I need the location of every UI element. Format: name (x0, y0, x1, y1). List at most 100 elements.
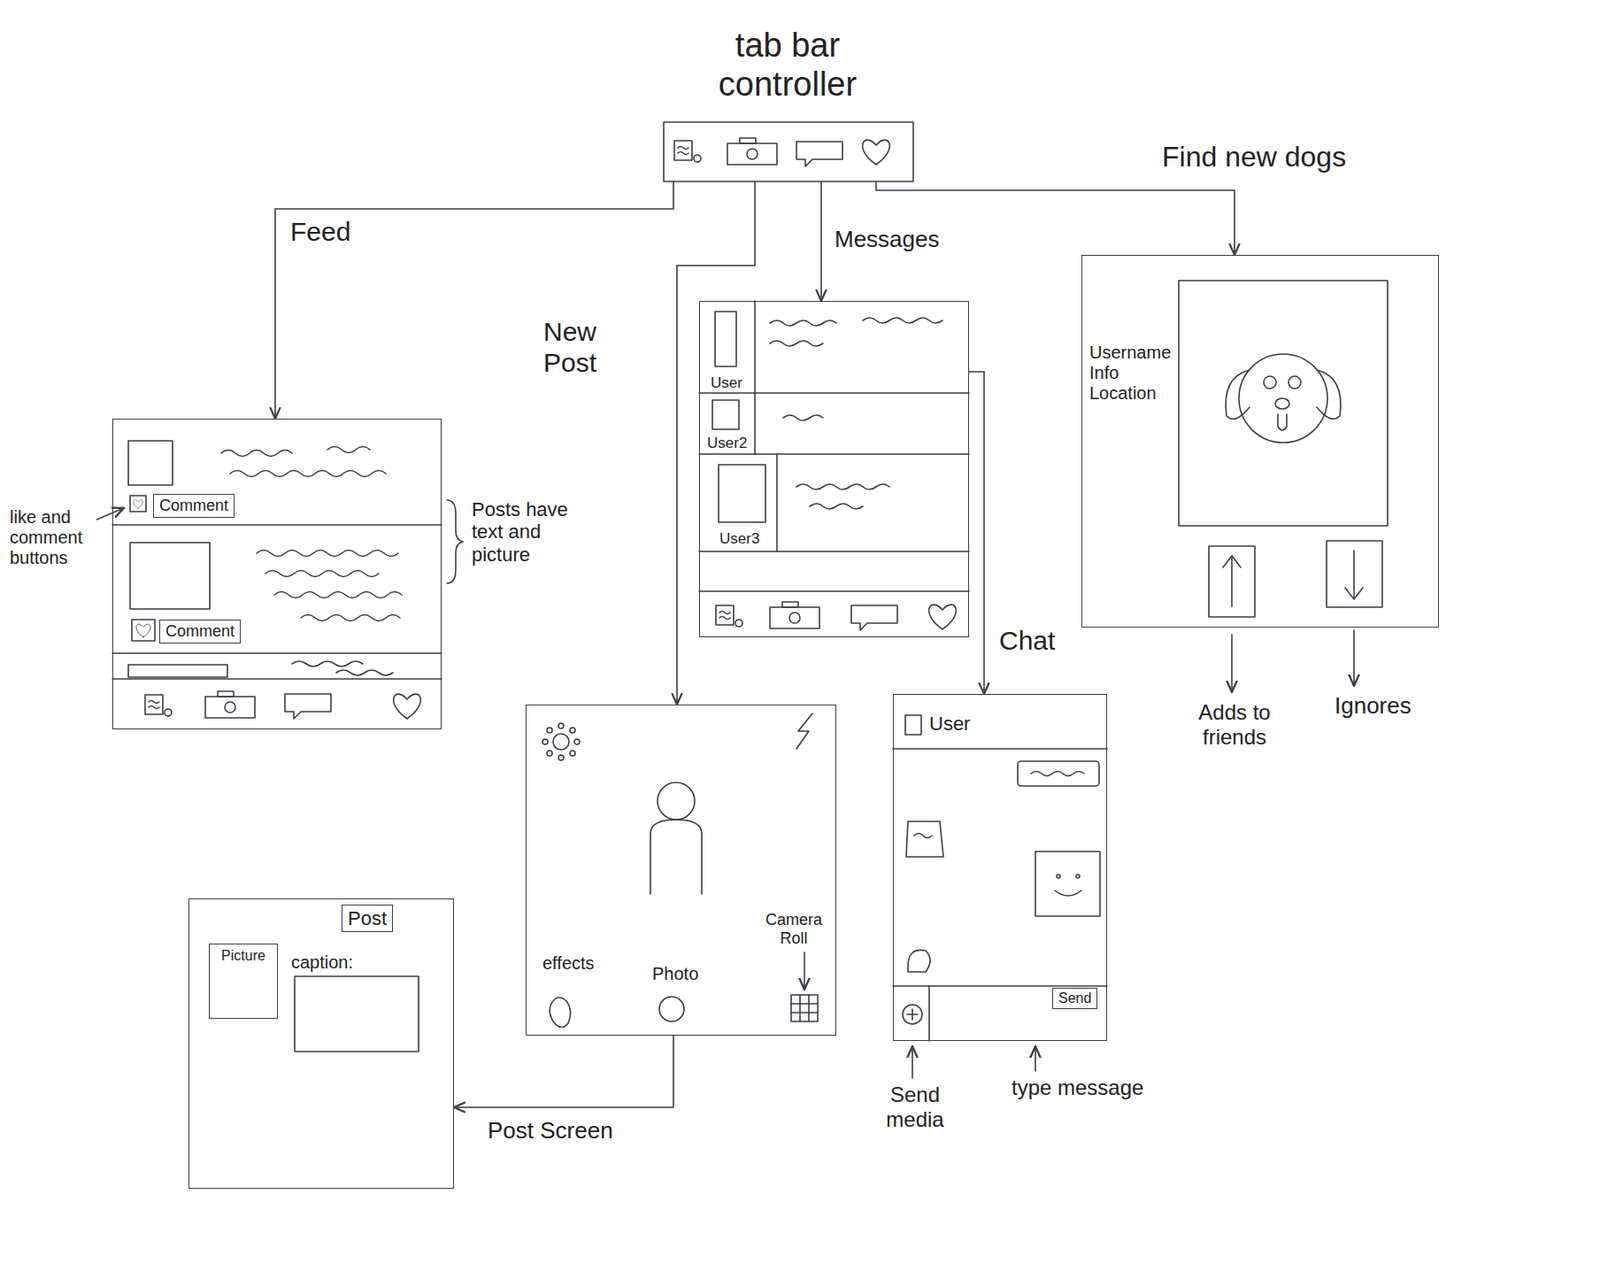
sketch-stroke (1034, 1046, 1037, 1071)
sketch-stroke (1178, 280, 1388, 526)
edge-label: New Post (540, 315, 631, 379)
sketch-stroke (112, 652, 442, 654)
sketch-stroke (1230, 557, 1233, 607)
sketch-stroke (292, 661, 393, 676)
sketch-stroke (274, 592, 402, 599)
sketch-stroke (1230, 634, 1233, 693)
sketch-stroke (663, 122, 914, 182)
sketch-stroke (265, 570, 379, 577)
sketch-stroke (1223, 555, 1241, 568)
sketch-stroke (796, 713, 813, 749)
sketch-stroke (128, 440, 173, 485)
sketch-stroke (905, 715, 922, 735)
sketch-stroke (1277, 414, 1287, 431)
flow-arrow (275, 181, 674, 419)
sketch-stroke (136, 623, 151, 638)
sketch-stroke (112, 677, 442, 680)
sketch-stroke (902, 1004, 923, 1024)
sketch-stroke (131, 619, 155, 641)
annotation-label: Adds to friends (1187, 699, 1282, 750)
sketch-stroke (769, 601, 820, 629)
sketch-stroke (112, 523, 442, 526)
sketch-stroke (862, 139, 891, 165)
find-dogs-screen-art (1178, 280, 1388, 693)
sketch-stroke (569, 750, 576, 756)
node-text: Photo (652, 963, 699, 985)
sketch-stroke (791, 994, 818, 1022)
sketch-stroke (1208, 546, 1255, 617)
node-text: Send (1058, 990, 1092, 1007)
sketch-stroke (1076, 874, 1080, 878)
annotation-label: like and comment buttons (7, 506, 97, 570)
annotation-label: Posts have text and picture (469, 497, 608, 567)
sketch-stroke (574, 738, 580, 745)
flow-arrow (676, 181, 755, 705)
sketch-stroke (205, 691, 255, 718)
sketch-stroke (715, 605, 743, 627)
sketch-stroke (1054, 890, 1082, 896)
sketch-stroke (911, 1046, 914, 1078)
sketch-stroke (145, 694, 172, 716)
node-text: Camera Roll (758, 910, 830, 947)
flow-arrow (453, 1035, 674, 1108)
node-text: Username Info Location (1089, 342, 1178, 404)
node-text: Comment (165, 622, 235, 641)
sketch-stroke (128, 664, 228, 677)
sketch-stroke (558, 754, 564, 761)
node-text: User3 (719, 530, 760, 548)
sketch-stroke (1345, 587, 1363, 600)
sketch-stroke (892, 747, 1108, 750)
sketch-stroke (753, 300, 756, 454)
sketch-stroke (1288, 376, 1301, 389)
sketch-stroke (1056, 874, 1061, 878)
sketch-stroke (133, 500, 144, 509)
button-box: Send (1052, 987, 1098, 1009)
sketch-stroke (906, 821, 944, 857)
sketch-stroke (393, 693, 422, 719)
node-text: User (929, 712, 970, 735)
node-text: caption: (291, 952, 354, 973)
sketch-stroke (699, 590, 970, 593)
sketch-stroke (718, 464, 766, 523)
sketch-stroke (446, 500, 463, 584)
screen-mockup: caption: Picture Post (188, 898, 454, 1189)
button-box: Comment (153, 493, 235, 518)
sketch-stroke (1030, 771, 1085, 777)
sketch-stroke (569, 727, 576, 733)
sketch-stroke (699, 392, 970, 394)
sketch-stroke (1017, 761, 1100, 786)
sketch-stroke (546, 727, 553, 733)
picture-box: Picture (208, 943, 278, 1019)
flow-arrow (969, 371, 985, 694)
sketch-stroke (803, 952, 806, 990)
sketch-stroke (907, 1008, 918, 1020)
feed-screen-art (90, 440, 463, 719)
annotation-label: type message (1008, 1074, 1147, 1101)
sketch-stroke (1353, 550, 1355, 598)
screen-mockup: UserUser2User3 (699, 300, 970, 638)
sketch-stroke (769, 317, 943, 326)
node-text: Post (347, 907, 387, 930)
sketch-stroke (727, 138, 777, 165)
annotation-label: Ignores (1331, 692, 1415, 721)
edge-label: Chat (996, 624, 1058, 658)
sketch-stroke (553, 733, 570, 750)
sketch-stroke (809, 503, 863, 509)
sketch-stroke (558, 723, 564, 729)
screen-mockup: CommentComment (112, 418, 442, 730)
edge-label: Messages (831, 225, 943, 254)
edge-label: Post Screen (484, 1116, 616, 1146)
sketch-stroke (549, 997, 570, 1028)
post-screen-art (294, 976, 419, 1052)
node-text: effects (542, 953, 595, 974)
sketch-stroke (1263, 376, 1277, 389)
node-text: tab bar controller (690, 26, 885, 104)
annotation-label: Send media (863, 1081, 967, 1132)
sketch-stroke (699, 453, 970, 455)
sketch-stroke (284, 693, 331, 719)
sketch-stroke (674, 140, 701, 162)
sketch-stroke (907, 949, 931, 972)
node-text: User (710, 374, 743, 393)
sketch-stroke (791, 994, 818, 1022)
